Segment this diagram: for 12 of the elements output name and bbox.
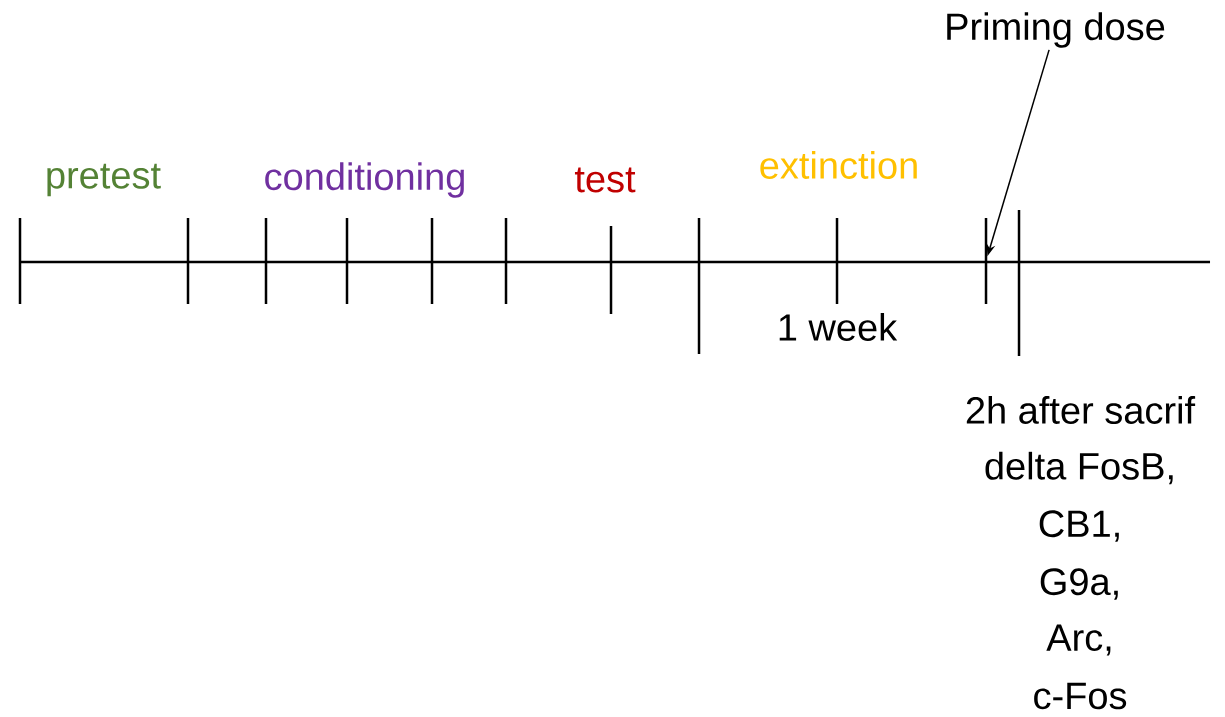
timeline-label: conditioning [265,162,464,198]
timeline-label: 2h after sacrif [966,396,1196,424]
annotation-label: Priming dose [947,12,1165,48]
timeline-label: 1 week [779,313,898,341]
timeline-label: delta FosB, [985,451,1173,485]
timeline-label: extinction [760,151,917,179]
timeline-label: c-Fos [1034,682,1127,710]
timeline-label: Arc, [1046,624,1111,656]
timeline-label: G9a, [1040,568,1118,600]
timeline-label: test [574,167,636,193]
timeline-label: pretest [47,163,161,197]
timeline-label: CB1, [1039,510,1119,542]
